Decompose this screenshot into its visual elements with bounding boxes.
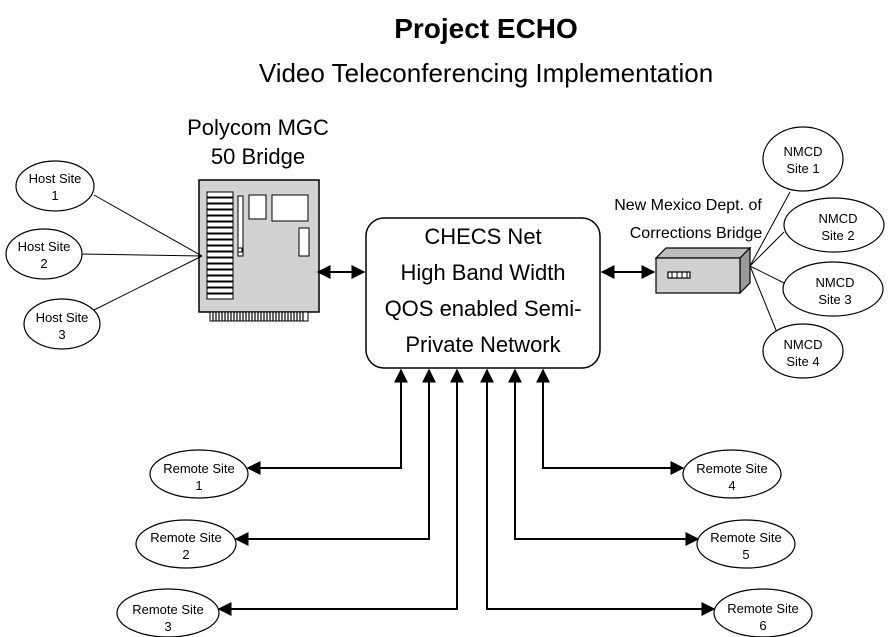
host-site-2: Host Site 2 bbox=[5, 228, 83, 280]
remote-site-3-number: 3 bbox=[164, 619, 171, 634]
host-site-3-label: Host Site bbox=[36, 310, 89, 325]
remote-site-1-number: 1 bbox=[195, 478, 202, 493]
remote-5-link bbox=[508, 368, 700, 546]
nmcd-site-3-label: NMCD bbox=[816, 275, 855, 290]
remote-site-4: Remote Site 4 bbox=[682, 449, 782, 499]
nmcd-site-2-label: NMCD bbox=[819, 211, 858, 226]
corrections-label-line2: Corrections Bridge bbox=[630, 225, 763, 242]
remote-site-1-label: Remote Site bbox=[163, 461, 235, 476]
remote-site-5-number: 5 bbox=[742, 547, 749, 562]
nmcd-site-4-label: NMCD bbox=[784, 337, 823, 352]
remote-site-6-label: Remote Site bbox=[727, 601, 799, 616]
host-site-3-number: 3 bbox=[58, 327, 65, 342]
nmcd-site-4: NMCD Site 4 bbox=[762, 323, 844, 379]
network-line-1: CHECS Net bbox=[424, 224, 541, 249]
nmcd-connector-lines bbox=[749, 191, 791, 341]
corrections-label-line1: New Mexico Dept. of bbox=[614, 197, 762, 214]
diagram-title: Project ECHO bbox=[394, 13, 578, 44]
nmcd-site-3: NMCD Site 3 bbox=[782, 261, 884, 317]
host-site-3: Host Site 3 bbox=[23, 298, 101, 350]
network-line-2: High Band Width bbox=[400, 260, 565, 285]
remote-site-4-number: 4 bbox=[728, 478, 735, 493]
remote-site-3: Remote Site 3 bbox=[116, 588, 220, 637]
host-connector-lines bbox=[79, 194, 203, 311]
remote-site-5: Remote Site 5 bbox=[696, 519, 796, 569]
remote-6-link bbox=[480, 368, 716, 616]
remote-site-6: Remote Site 6 bbox=[713, 588, 813, 637]
nmcd-site-1-label: NMCD bbox=[784, 144, 823, 159]
host-site-1-label: Host Site bbox=[29, 171, 82, 186]
host-site-2-number: 2 bbox=[40, 256, 47, 271]
host-site-1-number: 1 bbox=[51, 188, 58, 203]
polycom-bridge-icon bbox=[198, 179, 320, 322]
nmcd-site-2: NMCD Site 2 bbox=[783, 197, 885, 253]
network-line-3: QOS enabled Semi- bbox=[385, 296, 582, 321]
remote-3-link bbox=[217, 368, 464, 616]
nmcd-site-1: NMCD Site 1 bbox=[762, 126, 844, 192]
remote-site-3-label: Remote Site bbox=[132, 602, 204, 617]
nmcd-site-3-number: Site 3 bbox=[818, 292, 851, 307]
checs-network-box: CHECS Net High Band Width QOS enabled Se… bbox=[365, 217, 601, 369]
network-line-4: Private Network bbox=[405, 332, 561, 357]
nmcd-site-1-number: Site 1 bbox=[786, 161, 819, 176]
remote-site-6-number: 6 bbox=[759, 618, 766, 633]
host-site-1: Host Site 1 bbox=[15, 160, 95, 212]
remote-connector-lines bbox=[217, 368, 716, 616]
remote-1-link bbox=[246, 368, 408, 475]
corrections-bridge-icon bbox=[654, 246, 752, 295]
nmcd-site-4-number: Site 4 bbox=[786, 354, 819, 369]
remote-site-2-label: Remote Site bbox=[150, 530, 222, 545]
bridge-label-line1: Polycom MGC bbox=[187, 115, 329, 140]
nmcd-site-2-number: Site 2 bbox=[821, 228, 854, 243]
remote-site-1: Remote Site 1 bbox=[149, 449, 249, 499]
host-site-2-label: Host Site bbox=[18, 239, 71, 254]
remote-site-5-label: Remote Site bbox=[710, 530, 782, 545]
remote-site-2: Remote Site 2 bbox=[135, 519, 237, 569]
remote-site-2-number: 2 bbox=[182, 547, 189, 562]
bridge-label-line2: 50 Bridge bbox=[211, 144, 305, 169]
diagram-subtitle: Video Teleconferencing Implementation bbox=[259, 58, 713, 88]
remote-site-4-label: Remote Site bbox=[696, 461, 768, 476]
remote-4-link bbox=[536, 368, 685, 475]
